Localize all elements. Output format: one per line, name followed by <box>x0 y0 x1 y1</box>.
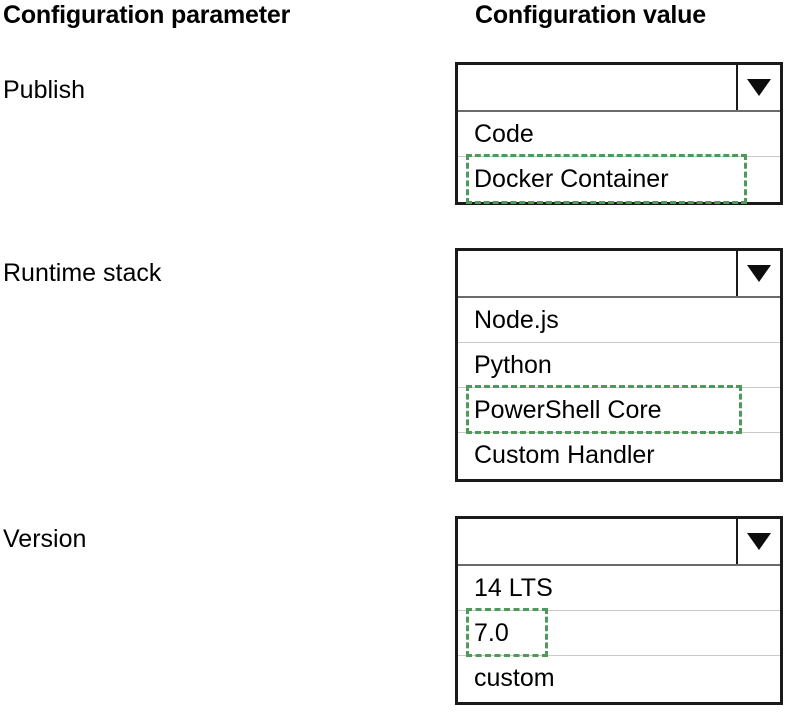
option-label: custom <box>474 664 555 692</box>
caret-glyph <box>747 79 771 96</box>
combobox-publish-value[interactable] <box>458 65 736 110</box>
combobox-runtime-stack[interactable] <box>458 251 780 298</box>
option-label: Custom Handler <box>474 441 655 469</box>
list-item[interactable]: Node.js <box>458 298 780 343</box>
option-label: Node.js <box>474 306 559 334</box>
list-item[interactable]: Python <box>458 343 780 388</box>
list-item[interactable]: custom <box>458 656 780 702</box>
list-item[interactable]: 14 LTS <box>458 566 780 611</box>
list-item[interactable]: Code <box>458 112 780 157</box>
option-list-publish: Code Docker Container <box>458 112 780 204</box>
list-item[interactable]: 7.0 <box>458 608 780 657</box>
param-label-version: Version <box>3 525 87 553</box>
combobox-version[interactable] <box>458 519 780 566</box>
option-label: 7.0 <box>474 619 509 647</box>
dropdown-version[interactable]: 14 LTS 7.0 custom <box>455 516 783 705</box>
option-label: 14 LTS <box>474 574 553 602</box>
option-list-runtime-stack: Node.js Python PowerShell Core Custom Ha… <box>458 298 780 479</box>
chevron-down-icon[interactable] <box>736 519 780 564</box>
option-list-version: 14 LTS 7.0 custom <box>458 566 780 702</box>
list-item[interactable]: Docker Container <box>458 154 780 204</box>
caret-glyph <box>747 533 771 550</box>
combobox-runtime-stack-value[interactable] <box>458 251 736 296</box>
combobox-publish[interactable] <box>458 65 780 112</box>
dropdown-publish[interactable]: Code Docker Container <box>455 62 783 205</box>
option-label: PowerShell Core <box>474 396 662 424</box>
option-label: Code <box>474 120 534 148</box>
column-header-configuration-value: Configuration value <box>475 1 706 29</box>
param-label-runtime-stack: Runtime stack <box>3 259 162 287</box>
column-header-configuration-parameter: Configuration parameter <box>3 1 291 29</box>
param-label-publish: Publish <box>3 76 85 104</box>
list-item[interactable]: PowerShell Core <box>458 385 780 434</box>
caret-glyph <box>747 265 771 282</box>
option-label: Python <box>474 351 552 379</box>
chevron-down-icon[interactable] <box>736 251 780 296</box>
dropdown-runtime-stack[interactable]: Node.js Python PowerShell Core Custom Ha… <box>455 248 783 482</box>
option-label: Docker Container <box>474 165 669 193</box>
combobox-version-value[interactable] <box>458 519 736 564</box>
chevron-down-icon[interactable] <box>736 65 780 110</box>
list-item[interactable]: Custom Handler <box>458 433 780 479</box>
